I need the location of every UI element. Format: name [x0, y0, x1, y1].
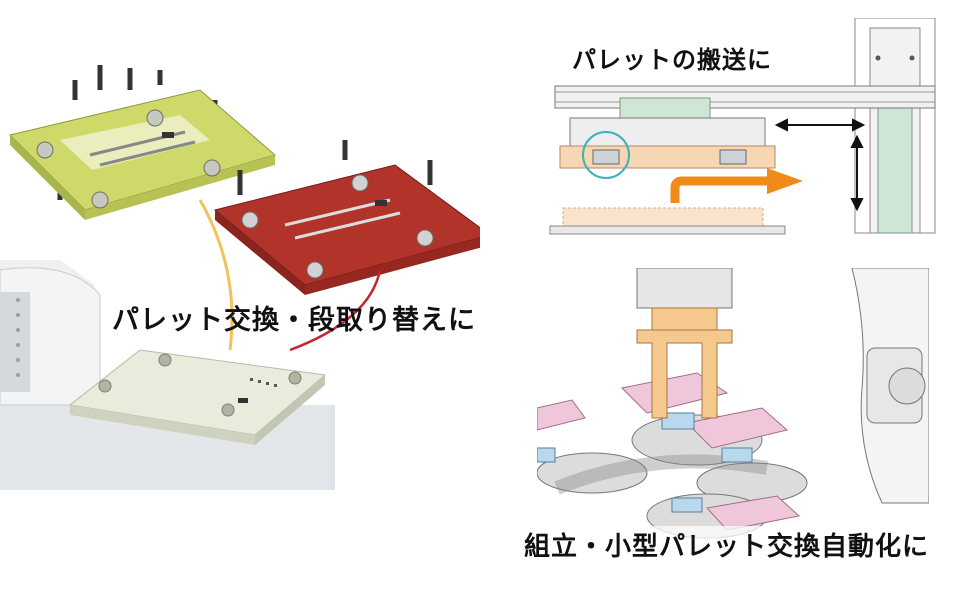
blue-hubs: [537, 412, 753, 513]
double-arrow-vertical-icon: [850, 134, 864, 212]
pallet-transport-drawing: [549, 18, 936, 235]
horizontal-rail: [554, 85, 936, 119]
white-pallet: [68, 349, 327, 445]
carriage: [559, 117, 776, 169]
assembly-automation-caption: 組立・小型パレット交換自動化に: [522, 526, 932, 563]
orange-gripper: [636, 268, 733, 419]
vertical-column: [854, 18, 936, 234]
assembly-robot-illustration: [537, 268, 929, 560]
red-motion-curve: [289, 269, 382, 352]
robot-arm: [851, 268, 929, 504]
pallet-exchange-illustration: [0, 60, 480, 500]
pallet-transport-diagram: [545, 18, 945, 243]
pallet-transport-caption: パレットの搬送に: [572, 46, 772, 74]
yellow-motion-curve: [198, 199, 234, 351]
assembly-robot-drawing: [537, 268, 929, 539]
lower-pallets: [549, 207, 786, 235]
pallet-exchange-drawing: [0, 65, 480, 490]
orange-arrow-icon: [670, 168, 803, 203]
rotary-table: [537, 414, 808, 539]
double-arrow-horizontal-icon: [774, 118, 866, 132]
red-pallet: [213, 140, 480, 295]
yellow-pallet: [9, 65, 277, 220]
clamp-highlight-circle: [582, 131, 630, 179]
pallet-exchange-caption: パレット交換・段取り替えに: [112, 305, 476, 336]
